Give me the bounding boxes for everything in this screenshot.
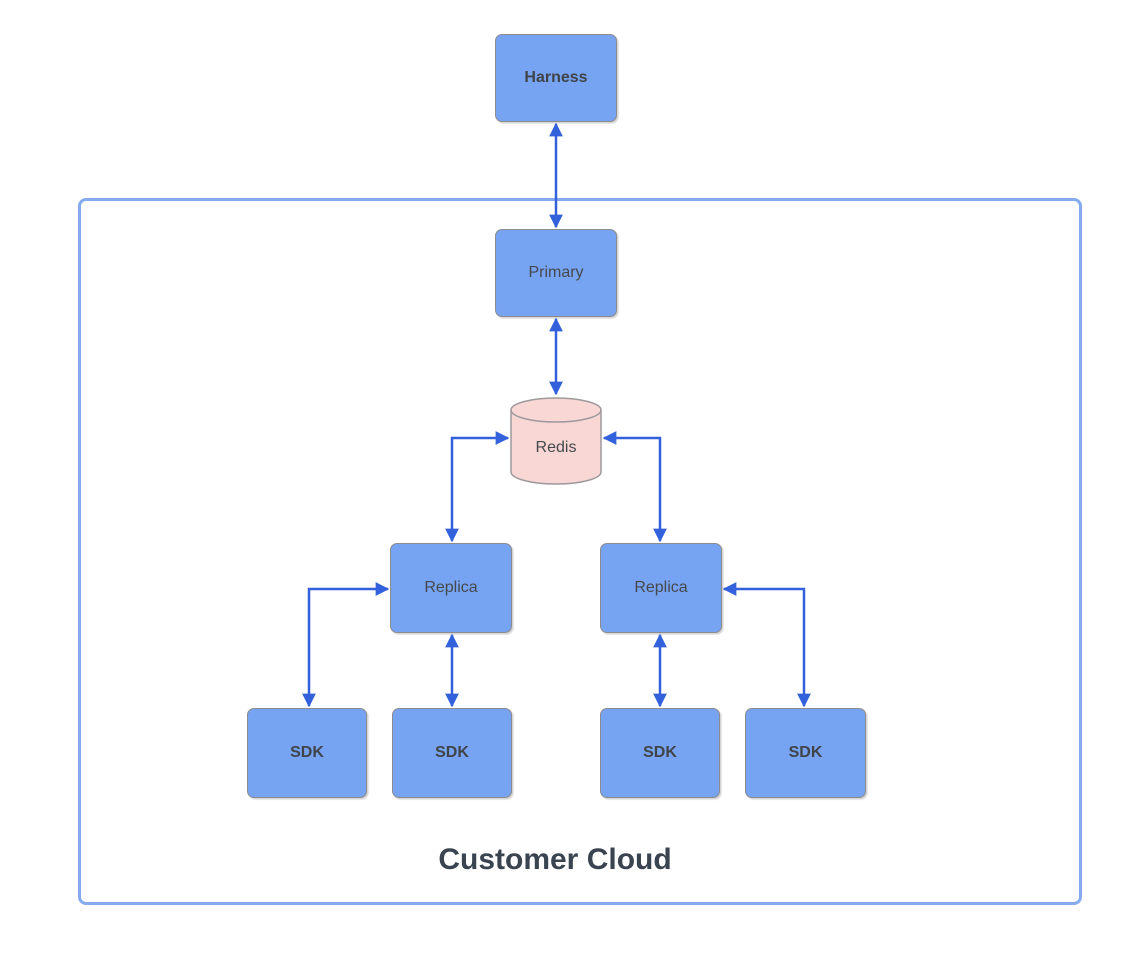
node-replica-left-label: Replica [424,579,478,596]
node-sdk-2: SDK [392,708,512,798]
node-sdk-1-label: SDK [290,744,324,761]
redis-cylinder-shape [510,397,602,485]
node-primary: Primary [495,229,617,317]
node-sdk-2-label: SDK [435,744,469,761]
node-replica-left: Replica [390,543,512,633]
node-sdk-3: SDK [600,708,720,798]
node-sdk-4: SDK [745,708,866,798]
node-sdk-3-label: SDK [643,744,677,761]
node-redis-label: Redis [535,439,577,456]
node-primary-label: Primary [528,264,584,281]
node-harness-label: Harness [524,69,588,86]
node-harness: Harness [495,34,617,122]
customer-cloud-title: Customer Cloud [438,843,672,876]
node-sdk-1: SDK [247,708,367,798]
customer-cloud-boundary [78,198,1082,905]
node-redis: Redis [510,397,602,485]
node-replica-right-label: Replica [634,579,688,596]
node-sdk-4-label: SDK [788,744,823,761]
node-replica-right: Replica [600,543,722,633]
